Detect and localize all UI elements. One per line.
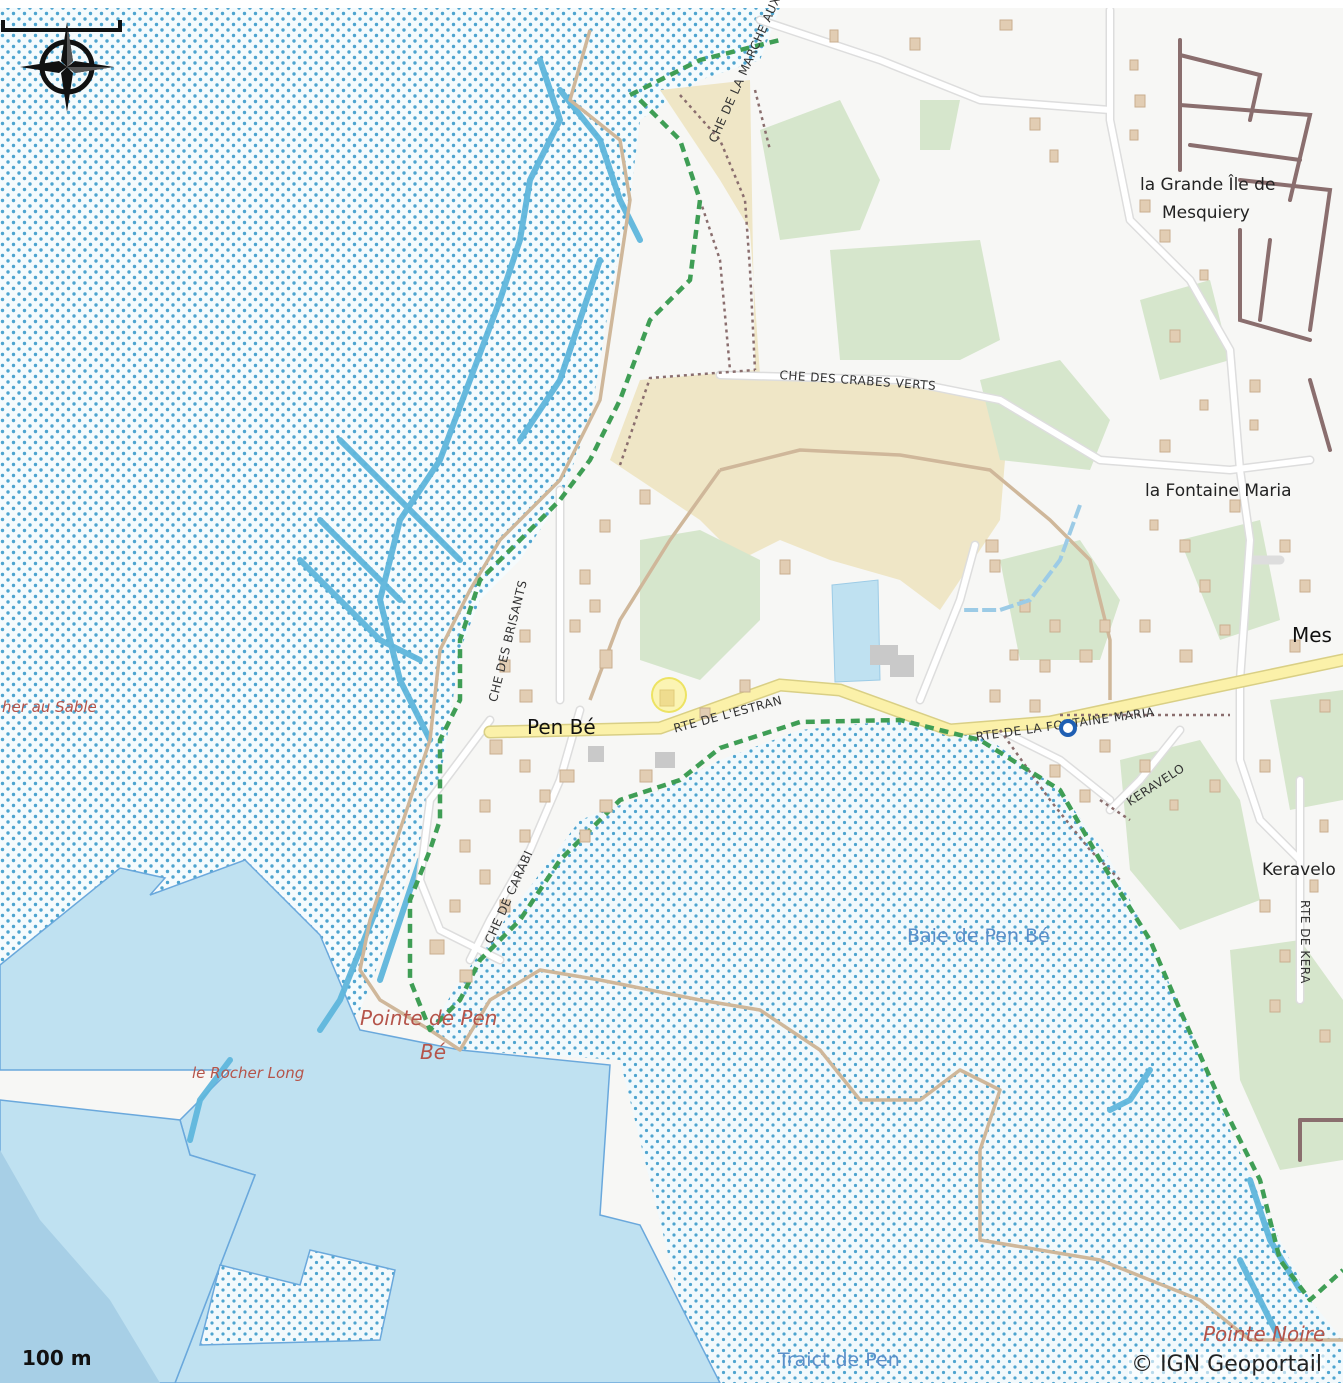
compass-rose-icon[interactable] — [18, 20, 118, 116]
place-label-grande-ile: la Grande Île de — [1140, 175, 1276, 195]
scale-bar — [1, 20, 122, 32]
cape-label-pointe-pen-be-2: Bé — [420, 1040, 447, 1064]
water-label-baie-pen-be: Baie de Pen Bé — [907, 925, 1050, 947]
place-label-fontaine-maria: la Fontaine Maria — [1145, 481, 1292, 501]
cape-label-pointe-noire: Pointe Noire — [1203, 1322, 1326, 1346]
cape-label-rocher-long: le Rocher Long — [192, 1064, 305, 1082]
place-label-mesquiery: Mesquiery — [1162, 203, 1250, 223]
water-label-traict: Traict de Pen — [778, 1349, 900, 1371]
cape-label-rocher-au-sable: her au Sable — [2, 698, 97, 716]
top-edge-cut — [0, 0, 1343, 8]
place-label-keravelo: Keravelo — [1262, 860, 1336, 880]
cape-label-pointe-pen-be: Pointe de Pen — [360, 1006, 498, 1030]
location-marker[interactable] — [651, 677, 687, 713]
road-label-rte-kera: RTE DE KERA — [1298, 900, 1312, 984]
place-label-pen-be: Pen Bé — [527, 715, 596, 739]
attribution-link[interactable]: © IGN Geoportail — [1128, 1352, 1325, 1377]
scale-label: 100 m — [22, 1346, 92, 1370]
place-label-mes: Mes — [1292, 623, 1332, 647]
bus-stop-icon[interactable] — [1059, 719, 1077, 737]
